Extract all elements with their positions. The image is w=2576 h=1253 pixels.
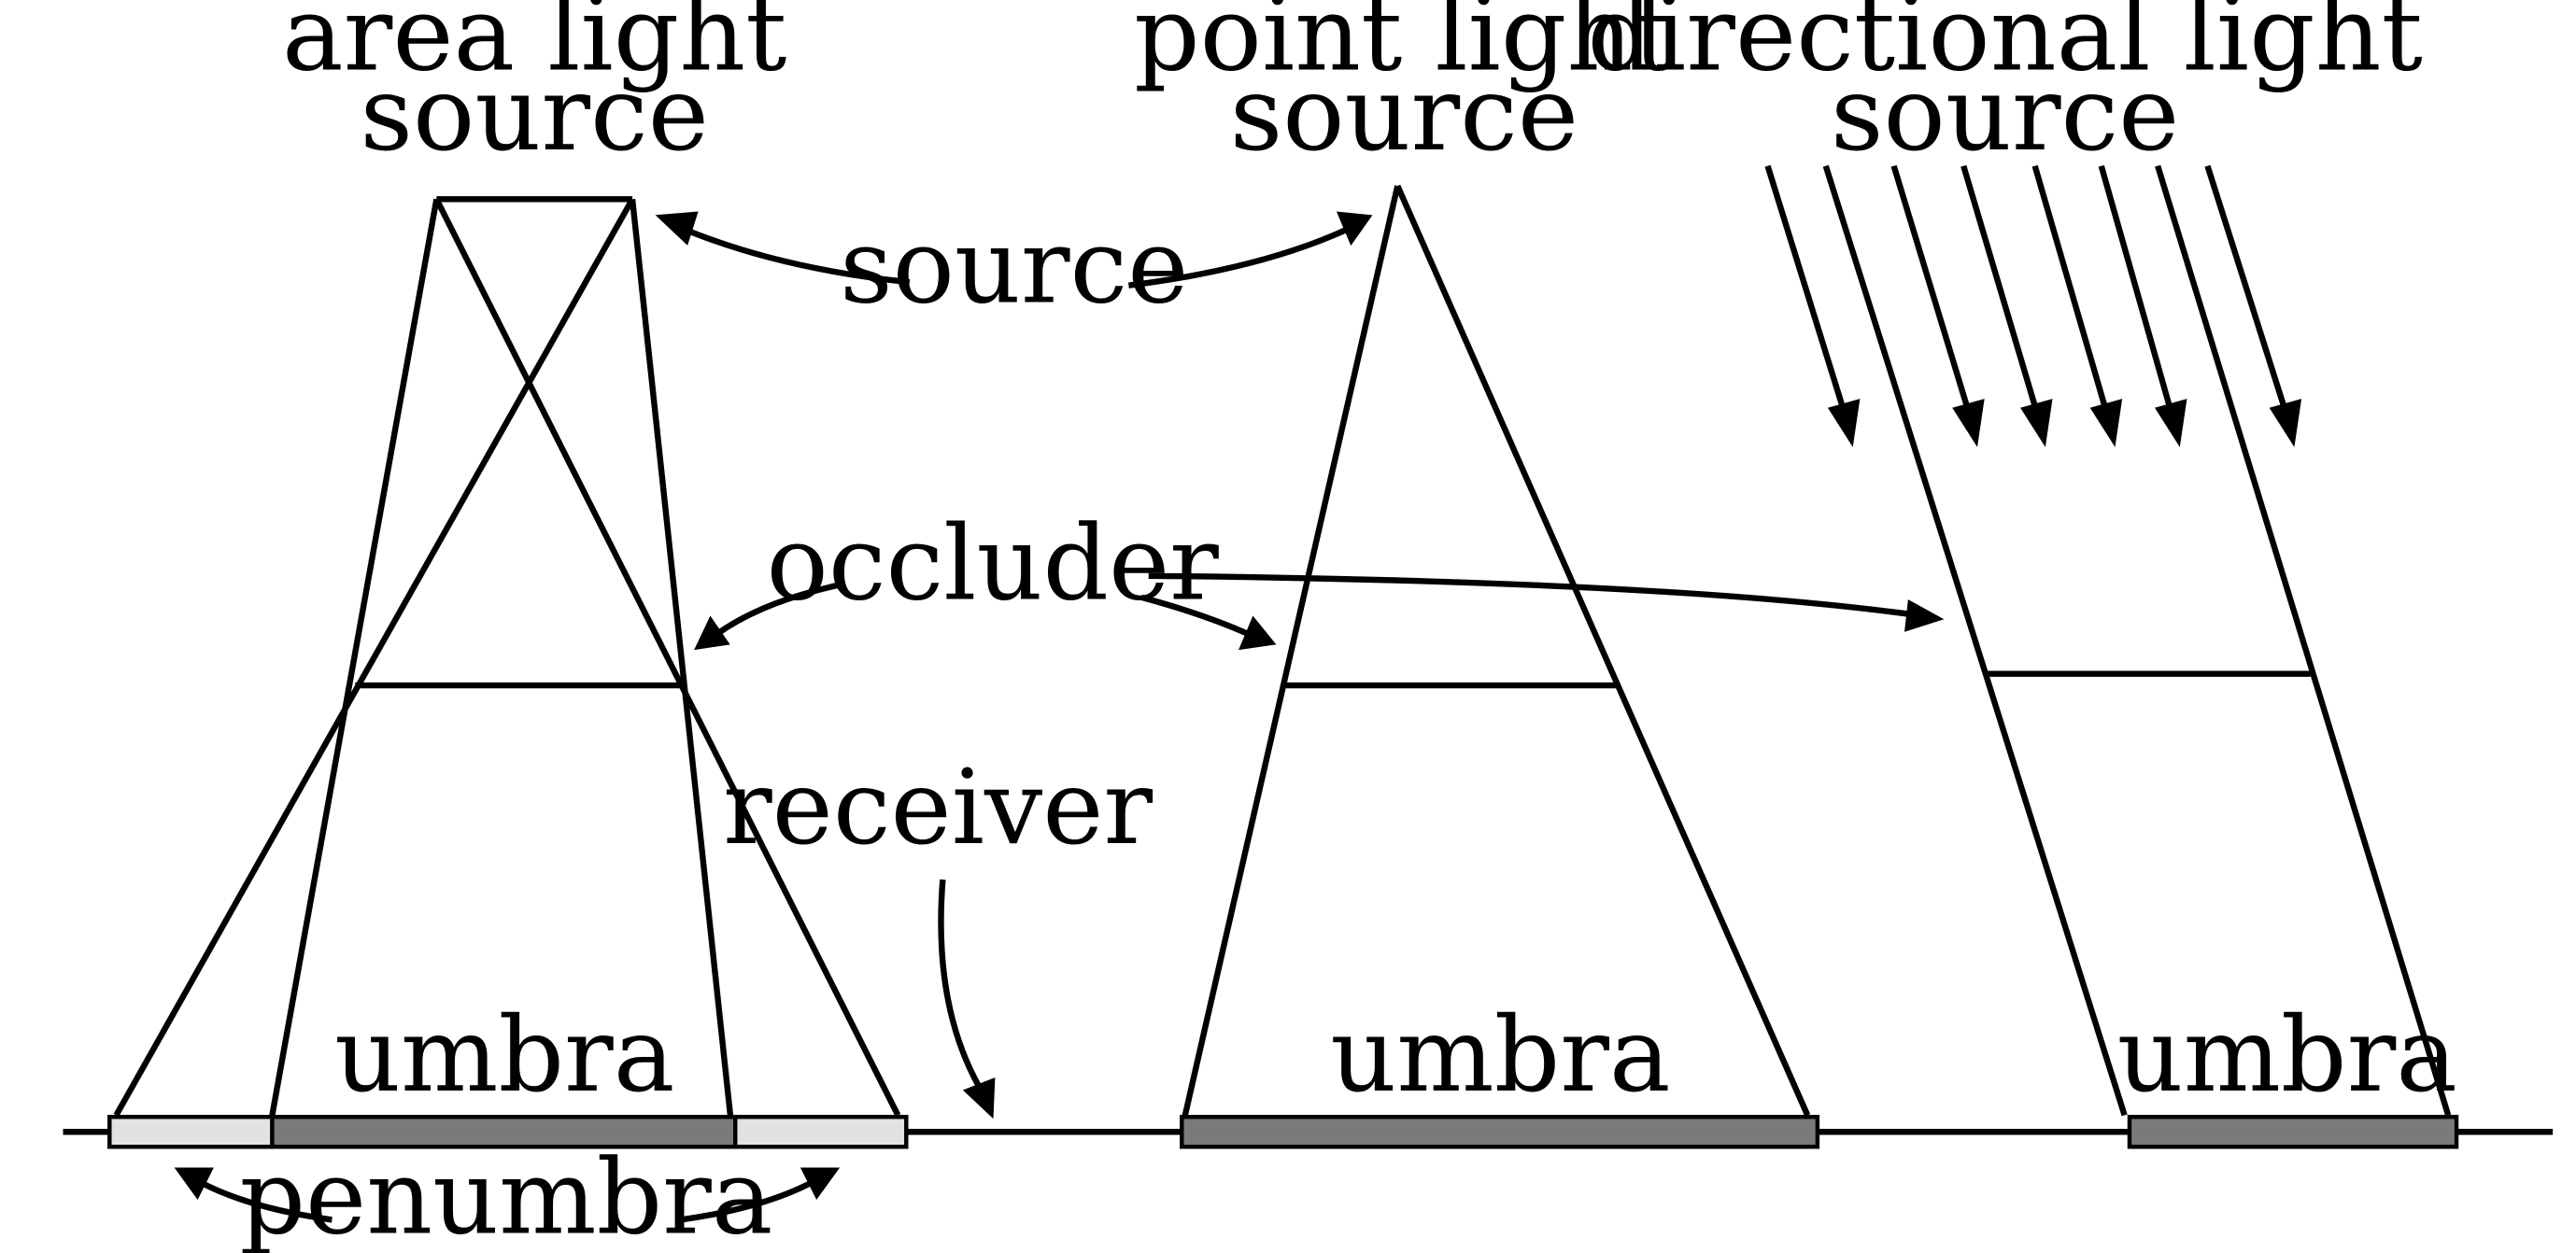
area-ray-left-outer <box>269 198 440 1117</box>
receiver-arrow <box>938 879 983 1089</box>
dir-arrowhead-4 <box>2089 399 2123 447</box>
directional-light-title-line1: directional light <box>1588 0 2423 94</box>
penumbra-arrow-left <box>197 1178 333 1223</box>
receiver-arrowhead <box>962 1077 996 1119</box>
area-ray-right-outer <box>629 198 734 1116</box>
dir-arrow-5 <box>2098 164 2174 413</box>
point-ray-left <box>1182 185 1401 1117</box>
occluder-arrowhead-point <box>1238 615 1277 651</box>
umbra-label-point: umbra <box>1330 995 1670 1115</box>
dir-arrowhead-2 <box>1952 399 1985 447</box>
dir-umbra-bar <box>2127 1115 2459 1149</box>
occluder-arrow-area <box>715 581 844 637</box>
point-light-group <box>1182 184 1811 1117</box>
penumbra-label: penumbra <box>240 1138 773 1253</box>
point-light-title-line2: source <box>1230 54 1578 174</box>
dir-arrow-4 <box>2031 164 2110 413</box>
occluder-label: occluder <box>767 504 1220 624</box>
area-light-title-line2: source <box>361 54 709 174</box>
point-umbra-bar <box>1180 1115 1820 1149</box>
penumbra-arrowhead-right <box>800 1167 841 1201</box>
dir-arrow-2 <box>1890 164 1972 413</box>
dir-arrowhead-6 <box>2269 399 2302 447</box>
penumbra-arrowhead-left <box>174 1167 214 1201</box>
directional-light-title-line2: source <box>1831 54 2179 174</box>
dir-arrow-3 <box>1960 164 2040 413</box>
area-light-title-line1: area light <box>282 0 786 94</box>
directional-light-group <box>1764 164 2452 1117</box>
source-arrowhead-right <box>1336 211 1373 246</box>
point-ray-right <box>1394 184 1811 1117</box>
dir-arrowhead-3 <box>2020 399 2053 447</box>
umbra-label-directional: umbra <box>2117 995 2457 1115</box>
receiver-label: receiver <box>723 748 1153 867</box>
point-light-title-line1: point light <box>1134 0 1675 94</box>
dir-ray-left-boundary <box>1822 164 2128 1117</box>
occluder-arrow-point <box>1140 594 1250 637</box>
penumbra-arrow-right <box>680 1178 815 1223</box>
dir-arrowhead-1 <box>1827 399 1861 447</box>
source-arrow-right <box>1128 226 1350 289</box>
occluder-arrow-dir <box>1148 572 1910 617</box>
umbra-label-area: umbra <box>334 995 674 1115</box>
area-light-group <box>113 196 901 1118</box>
dir-ray-right-boundary <box>2155 164 2452 1117</box>
area-penumbra-left-bar <box>107 1115 275 1149</box>
source-arrow-left <box>682 226 911 286</box>
source-label: source <box>840 206 1188 326</box>
area-ray-right-cross <box>113 197 635 1118</box>
occluder-arrowhead-area <box>694 615 730 651</box>
area-penumbra-right-bar <box>733 1115 909 1149</box>
source-arrowhead-left <box>655 211 699 246</box>
dir-arrowhead-5 <box>2155 399 2187 447</box>
dir-arrow-6 <box>2204 164 2289 413</box>
occluder-arrowhead-dir <box>1904 599 1945 632</box>
dir-arrow-1 <box>1764 164 1847 413</box>
area-ray-left-cross <box>433 197 901 1117</box>
